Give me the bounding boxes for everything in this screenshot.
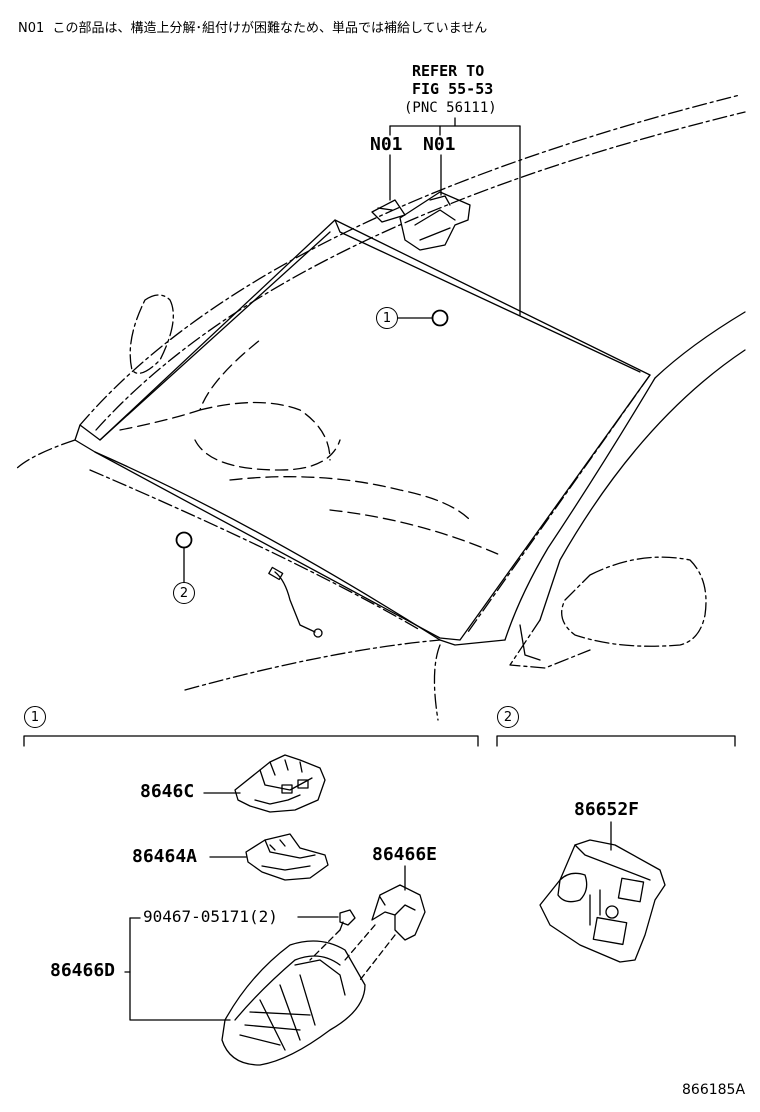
n01-tag-right: N01 bbox=[423, 134, 456, 155]
n01-tag-left: N01 bbox=[370, 134, 403, 155]
note-code: N01 bbox=[18, 21, 45, 36]
note-text: この部品は、構造上分解･組付けが困難なため、単品では補給していません bbox=[52, 21, 488, 36]
refer-line-3: (PNC 56111) bbox=[404, 100, 497, 116]
part-86466e[interactable]: 86466E bbox=[372, 844, 438, 865]
part-86652f[interactable]: 86652F bbox=[574, 799, 640, 820]
part-86464a[interactable]: 86464A bbox=[132, 846, 198, 867]
callout-1-marker[interactable]: 1 bbox=[376, 307, 398, 329]
refer-line-1[interactable]: REFER TO bbox=[412, 62, 485, 80]
part-86466d[interactable]: 86466D bbox=[50, 960, 116, 981]
section-2-label[interactable]: 2 bbox=[497, 706, 519, 728]
section-1-label[interactable]: 1 bbox=[24, 706, 46, 728]
refer-line-2[interactable]: FIG 55-53 bbox=[412, 80, 494, 98]
callout-2-marker[interactable]: 2 bbox=[173, 582, 195, 604]
note-line: N01 この部品は、構造上分解･組付けが困難なため、単品では補給していません bbox=[18, 22, 487, 35]
figure-id: 866185A bbox=[682, 1082, 746, 1098]
part-8646c[interactable]: 8646C bbox=[140, 781, 195, 802]
part-90467-05171[interactable]: 90467-05171(2) bbox=[143, 907, 278, 926]
